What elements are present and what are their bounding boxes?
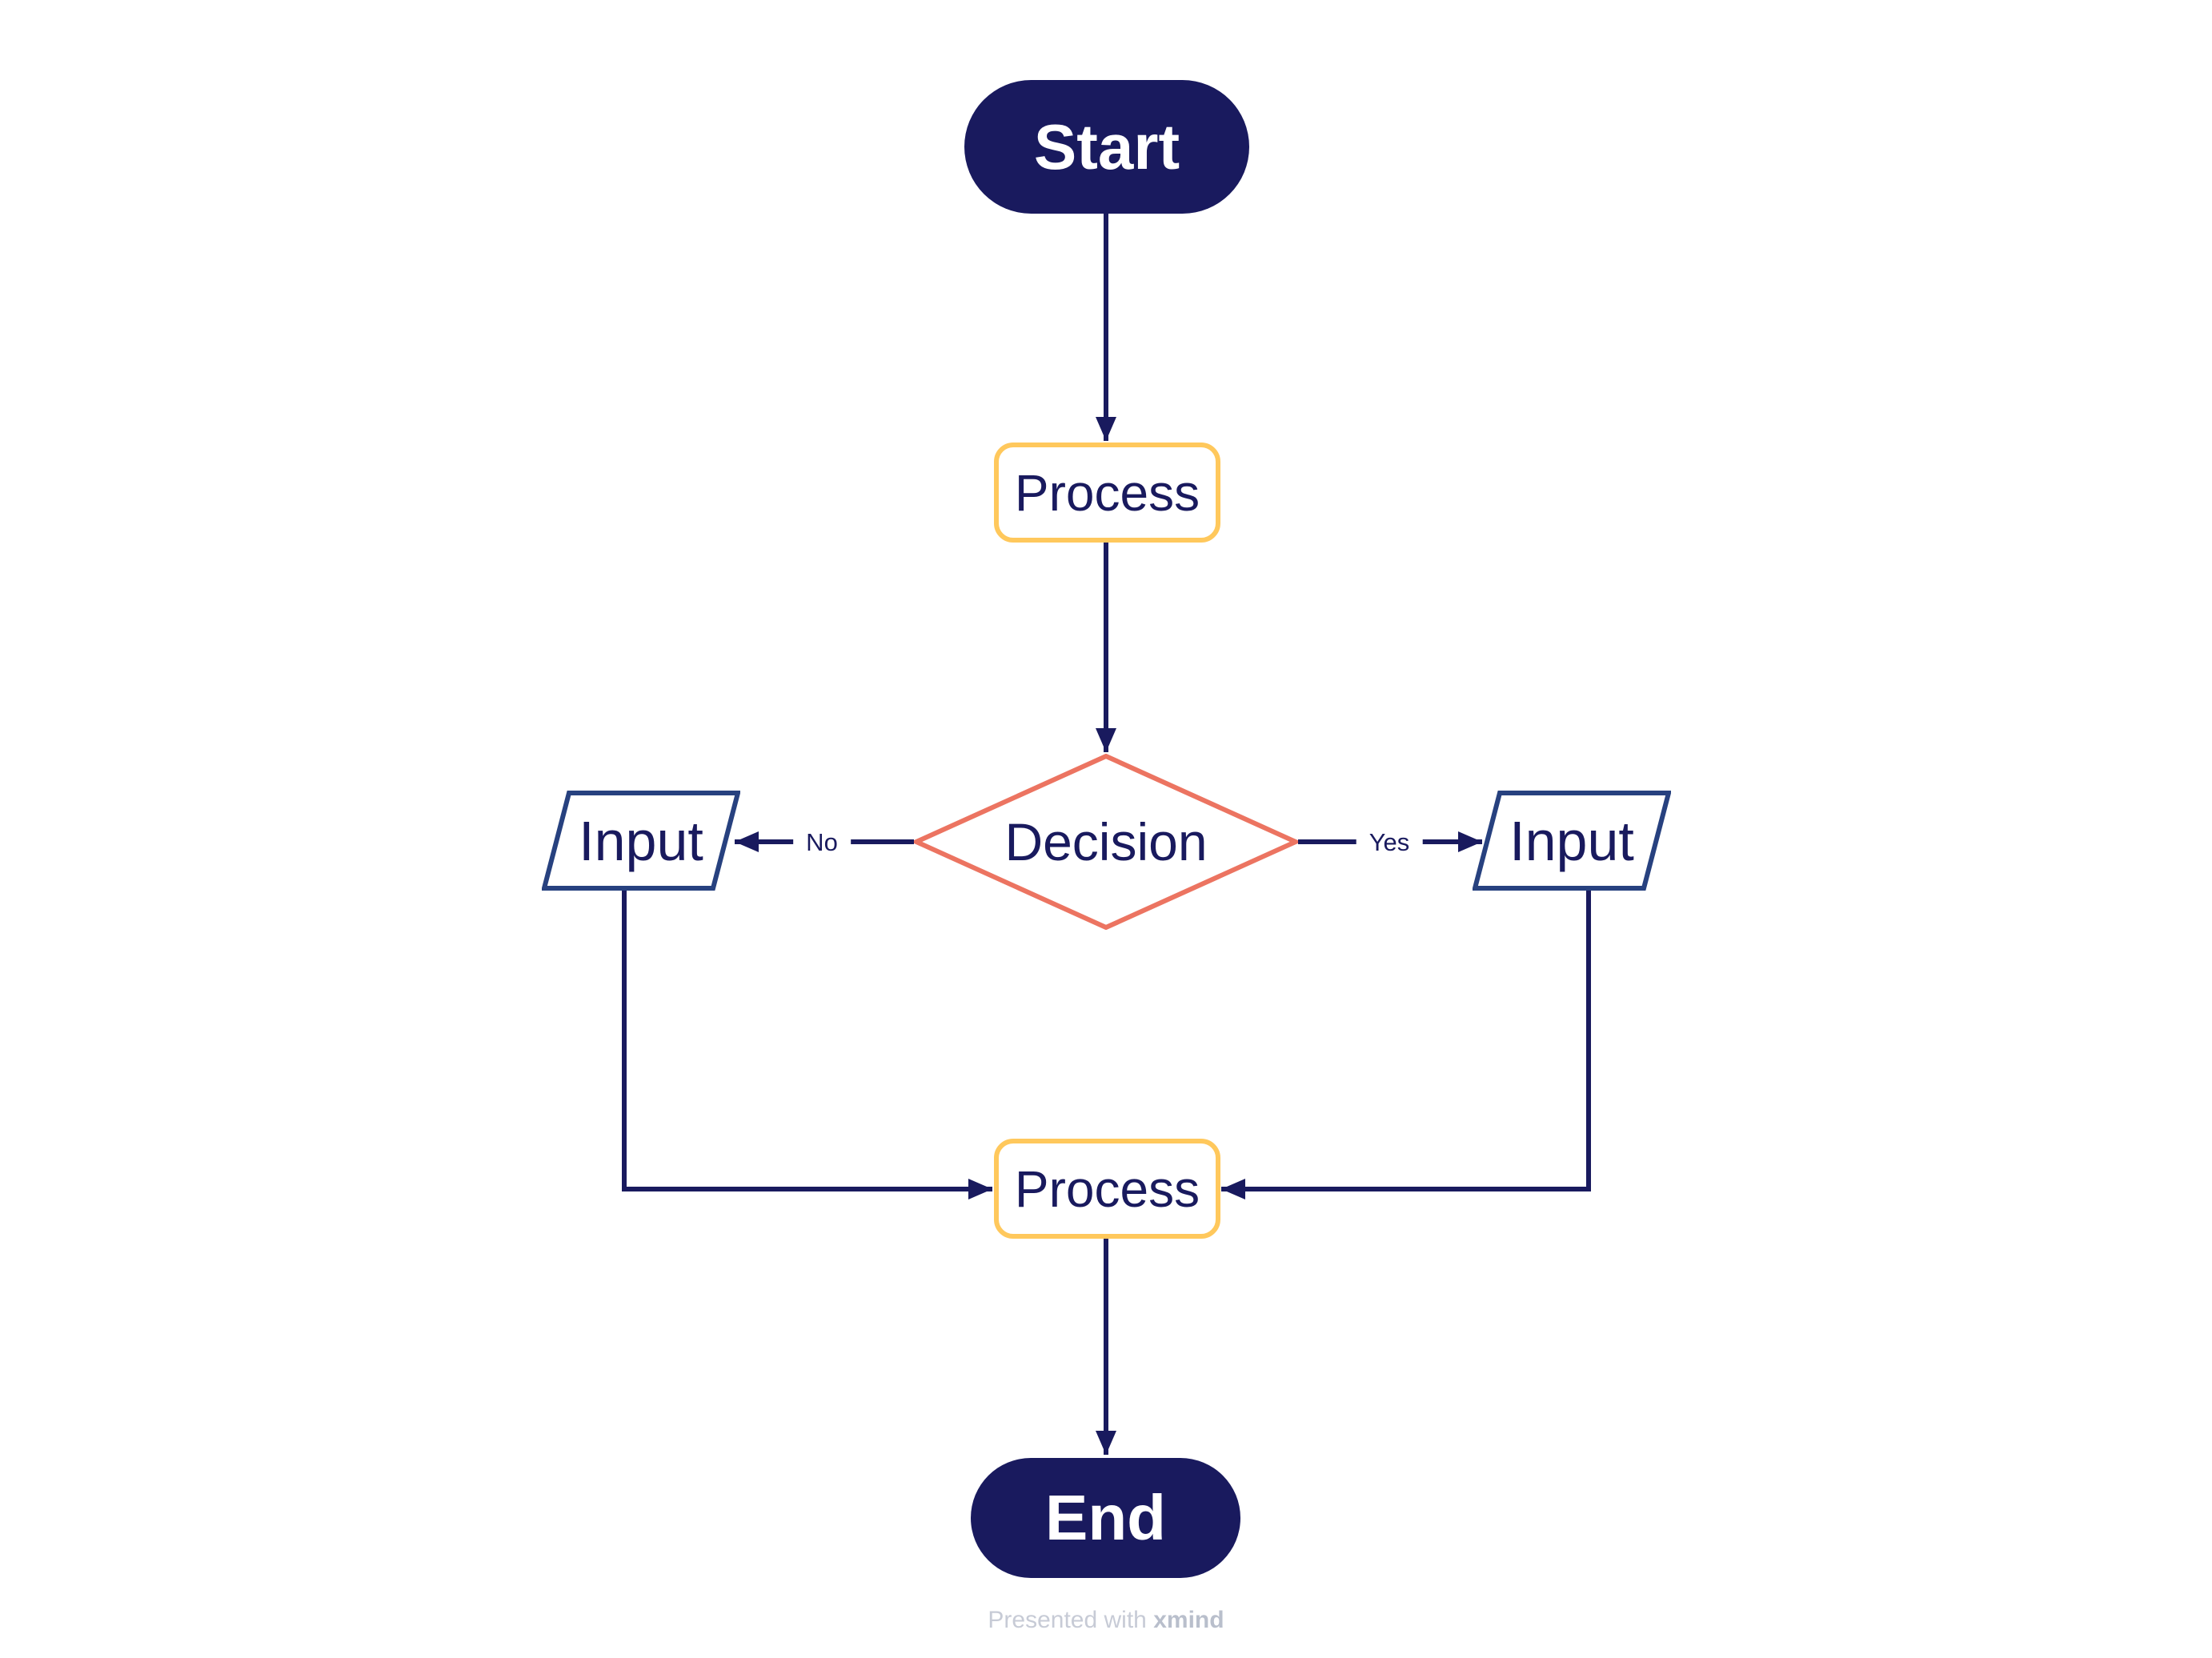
- node-process-top[interactable]: Process: [994, 443, 1220, 543]
- node-input-left[interactable]: Input: [542, 791, 740, 891]
- node-end[interactable]: End: [971, 1458, 1240, 1578]
- input-left-parallelogram-shape: [542, 791, 740, 891]
- edge-input-left-to-process: [622, 888, 992, 1199]
- input-right-parallelogram-shape: [1473, 791, 1671, 891]
- node-process-top-label: Process: [1014, 463, 1200, 522]
- edge-label-no[interactable]: No: [793, 827, 851, 859]
- decision-diamond-shape: [914, 754, 1298, 930]
- node-decision-label: Decision: [1004, 812, 1208, 871]
- node-end-label: End: [1044, 1482, 1167, 1553]
- edge-input-right-to-process: [1221, 888, 1591, 1199]
- node-input-right[interactable]: Input: [1473, 791, 1671, 891]
- node-decision[interactable]: Decision: [914, 754, 1298, 930]
- node-start[interactable]: Start: [964, 80, 1249, 214]
- footer-credit: Presented with xmind: [988, 1607, 1224, 1634]
- node-process-bottom[interactable]: Process: [994, 1139, 1220, 1239]
- node-process-bottom-label: Process: [1014, 1159, 1200, 1218]
- node-input-right-label: Input: [1509, 809, 1634, 872]
- node-start-label: Start: [1033, 110, 1180, 182]
- node-input-left-label: Input: [579, 809, 703, 872]
- footer-credit-prefix: Presented with: [988, 1607, 1147, 1633]
- footer-brand-xmind: xmind: [1153, 1607, 1224, 1633]
- edge-label-yes[interactable]: Yes: [1356, 827, 1423, 859]
